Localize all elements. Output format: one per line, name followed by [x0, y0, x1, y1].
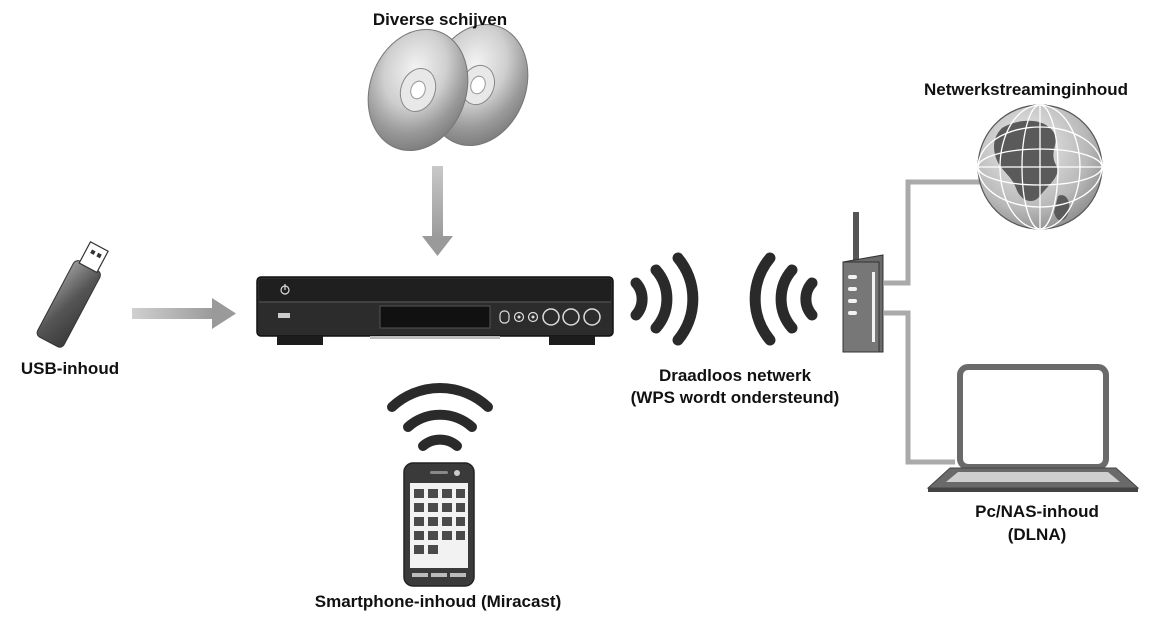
network-cable [884, 179, 985, 465]
disc-icon [367, 23, 529, 152]
disc-to-player-arrow [422, 166, 453, 256]
wifi-signal-icon [387, 382, 493, 451]
pc-label-line1: Pc/NAS-inhoud [975, 502, 1099, 521]
blu-ray-player-icon [256, 276, 614, 345]
wifi-signal-icon [749, 252, 818, 346]
discs-label: Diverse schijven [373, 10, 507, 29]
wireless-router-icon [842, 212, 884, 353]
wireless-label-line2: (WPS wordt ondersteund) [631, 388, 840, 407]
wifi-signal-icon [630, 252, 699, 346]
laptop-icon [926, 364, 1140, 492]
pc-label-line2: (DLNA) [1008, 525, 1067, 544]
smartphone-label: Smartphone-inhoud (Miracast) [315, 592, 562, 611]
usb-label: USB-inhoud [21, 359, 119, 378]
globe-icon [977, 104, 1103, 230]
streaming-label: Netwerkstreaminginhoud [924, 80, 1128, 99]
smartphone-icon [403, 462, 475, 587]
usb-stick-icon [36, 241, 109, 348]
usb-to-player-arrow [132, 298, 236, 329]
wireless-label-line1: Draadloos netwerk [659, 366, 812, 385]
